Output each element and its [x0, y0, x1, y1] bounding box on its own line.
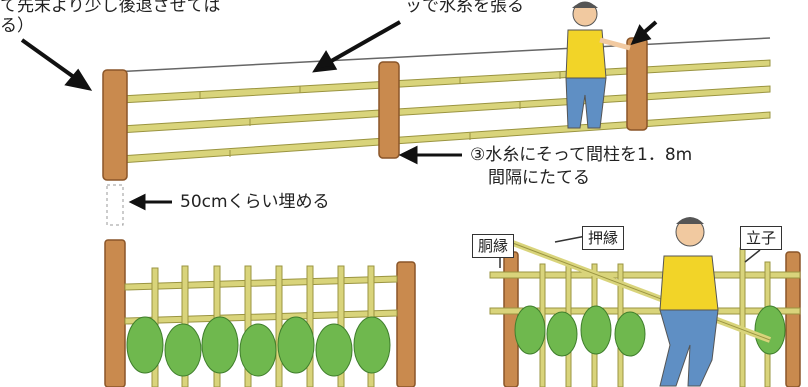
top-center-caption-fragment: ッで水糸を張る — [405, 0, 524, 16]
top-arrows — [20, 20, 658, 91]
top-posts — [102, 37, 648, 181]
top-left-caption-fragment-1: て先末より少し後退させては — [0, 0, 221, 16]
finished-fence-left — [104, 239, 416, 387]
label-tateko: 立子 — [740, 226, 783, 250]
top-left-caption-fragment-2: る） — [0, 16, 34, 36]
worker-top-figure — [565, 1, 631, 129]
bury-arrow — [128, 193, 172, 211]
fence-with-worker-right — [489, 239, 801, 387]
guide-string — [111, 37, 771, 73]
step3-arrow — [398, 145, 462, 165]
label-oshibuchi: 押縁 — [582, 226, 625, 250]
step3-caption-line1: ③水糸にそって間柱を1．8m — [470, 145, 693, 165]
label-dobuchi: 胴縁 — [472, 234, 515, 258]
bury-depth-note: 50cmくらい埋める — [180, 192, 330, 212]
step3-caption-line2: 間隔にたてる — [488, 168, 590, 188]
buried-post-section — [106, 184, 124, 226]
top-bamboo-rails — [119, 59, 771, 164]
worker-bottom-figure — [659, 217, 719, 387]
